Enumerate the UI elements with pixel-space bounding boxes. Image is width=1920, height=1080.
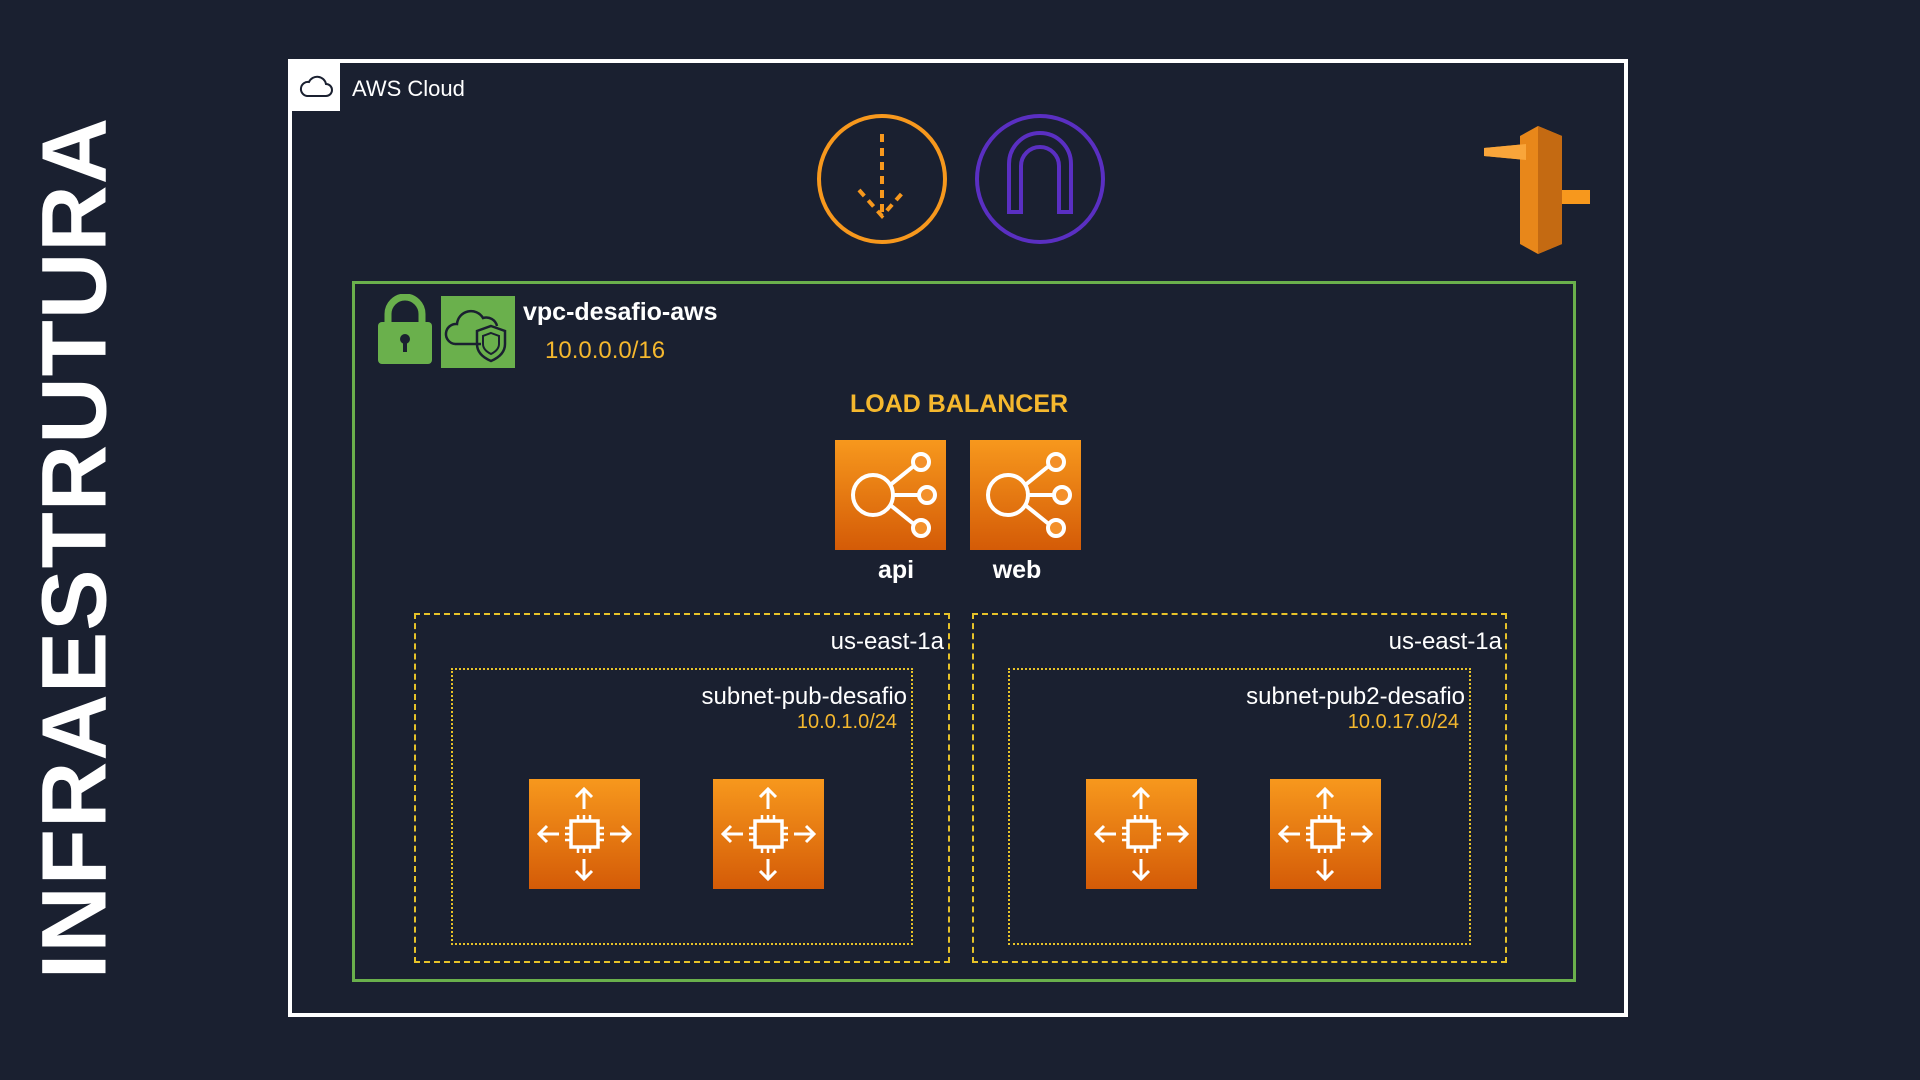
lock-icon (376, 293, 434, 371)
elastic-load-balancer-icon (835, 440, 946, 550)
vpc-name: vpc-desafio-aws (523, 298, 718, 326)
availability-zone-1 (414, 613, 950, 963)
aws-cloud-group: AWS Cloud (288, 59, 1628, 1017)
vpc-group (352, 281, 1576, 982)
route53-icon (1482, 124, 1592, 259)
subnet-name-2: subnet-pub2-desafio (1246, 683, 1465, 710)
availability-zone-label-2: us-east-1a (1388, 628, 1502, 655)
load-balancer-label-api: api (877, 556, 915, 584)
auto-scaling-icon (713, 779, 824, 889)
page-title: INFRAESTRUTURA (23, 116, 126, 980)
vpc-endpoint-icon (973, 112, 1107, 251)
vpc-cidr: 10.0.0.0/16 (545, 337, 666, 364)
subnet-1 (451, 668, 913, 945)
availability-zone-label-1: us-east-1a (830, 628, 944, 655)
subnet-name-1: subnet-pub-desafio (701, 683, 907, 710)
auto-scaling-icon (1086, 779, 1197, 889)
load-balancer-label-web: web (992, 556, 1042, 584)
load-balancer-title: LOAD BALANCER (850, 390, 1069, 418)
cloud-icon (292, 63, 340, 111)
aws-cloud-label: AWS Cloud (352, 76, 465, 101)
availability-zone-2 (972, 613, 1507, 963)
internet-gateway-icon (815, 112, 949, 251)
subnet-cidr-1: 10.0.1.0/24 (796, 711, 897, 733)
subnet-2 (1008, 668, 1471, 945)
elastic-load-balancer-icon (970, 440, 1081, 550)
subnet-cidr-2: 10.0.17.0/24 (1347, 711, 1459, 733)
auto-scaling-icon (1270, 779, 1381, 889)
auto-scaling-icon (529, 779, 640, 889)
vpc-shield-icon (441, 296, 515, 368)
